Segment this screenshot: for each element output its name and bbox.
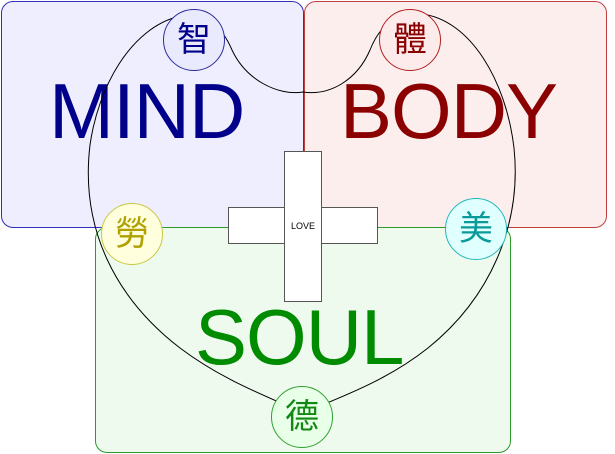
mind-box [1,1,304,228]
body-label: BODY [340,67,558,155]
love-label: LOVE [290,220,315,231]
beauty-character: 美 [459,209,493,249]
virtue-character-circle: 德 [271,386,333,448]
cross-center [285,208,321,243]
body-character-circle: 體 [379,9,441,71]
wisdom-character: 智 [177,20,211,60]
labor-character: 勞 [115,214,149,254]
body-box [304,1,607,228]
wisdom-character-circle: 智 [163,9,225,71]
labor-character-circle: 勞 [101,203,163,265]
virtue-character: 德 [285,397,319,437]
beauty-character-circle: 美 [445,198,507,260]
mind-label: MIND [49,67,245,155]
soul-label: SOUL [195,293,404,381]
body-character: 體 [393,20,427,60]
